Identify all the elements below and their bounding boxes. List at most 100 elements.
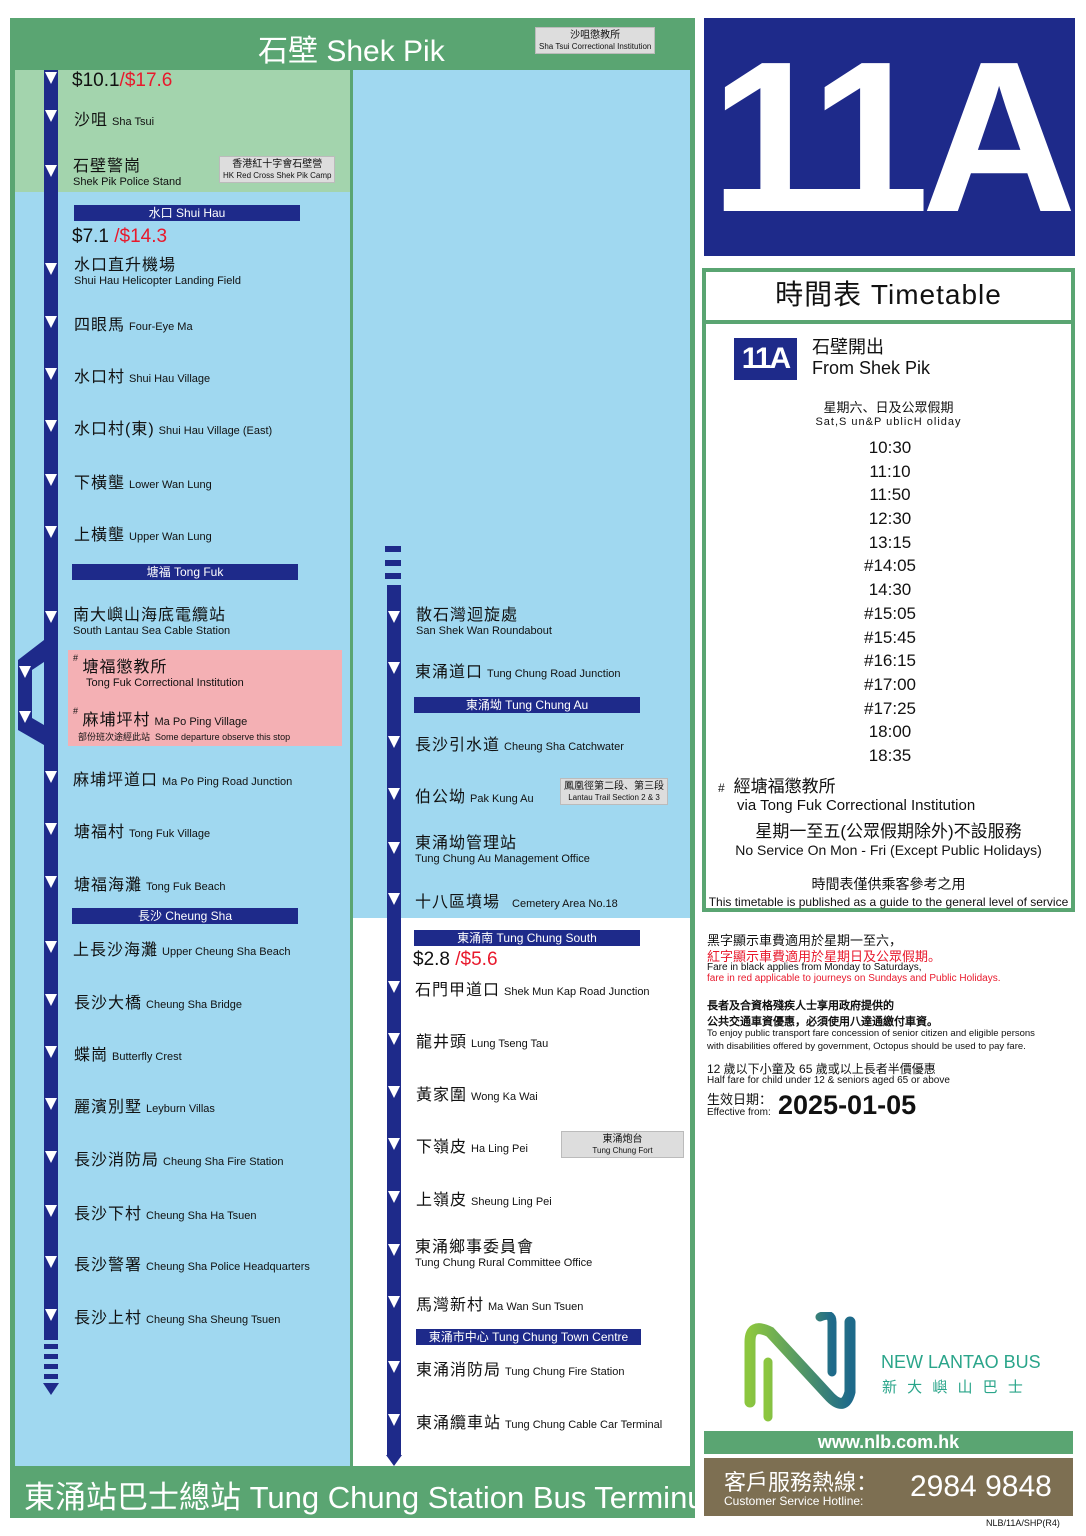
stop-zh: 長沙引水道 (415, 737, 501, 754)
fare-red: /$17.6 (119, 70, 173, 91)
note-en: Some departure observe this stop (155, 732, 291, 742)
stop-en: Tung Chung Road Junction (487, 668, 621, 680)
stop-zh: 散石灣迴旋處 (416, 607, 519, 624)
stop-zh: 長沙警署 (74, 1257, 143, 1274)
stop-en: Shui Hau Helicopter Landing Field (74, 275, 241, 287)
departure-time: 11:50 (869, 485, 911, 505)
stop-en: Butterfly Crest (112, 1051, 182, 1063)
stop-zh: 黃家圍 (416, 1087, 468, 1104)
departure-time: #17:00 (864, 674, 916, 694)
hash-mark: # (73, 706, 79, 716)
brand-name-zh: 新 大 嶼 山 巴 士 (882, 1379, 1026, 1396)
section-cheung-sha: 長沙 Cheung Sha (72, 908, 298, 924)
direction-zh: 石壁開出 (812, 337, 884, 357)
badge-zh: 鳳凰徑第二段、第三段 (564, 781, 664, 792)
fare-tung-chung-south: $2.8 /$5.6 (413, 949, 498, 971)
detour-note: 部份班次途經此站 Some departure observe this sto… (78, 730, 290, 743)
stop-en: Tung Chung Fire Station (505, 1366, 625, 1378)
fare-black: $10.1 (72, 70, 120, 91)
stop-en: Shek Pik Police Stand (73, 176, 182, 188)
departure-time: 13:15 (868, 532, 912, 552)
stop-zh: 南大嶼山海底電纜站 (73, 607, 227, 624)
stop-zh: 長沙下村 (74, 1206, 143, 1223)
departure-time: #17:25 (864, 698, 916, 718)
stop-en: Cheung Sha Ha Tsuen (146, 1210, 257, 1222)
stop-zh: 長沙消防局 (74, 1152, 160, 1169)
badge-en: Sha Tsui Correctional Institution (539, 41, 652, 51)
hash-mark: # (73, 653, 79, 663)
stop-en: Tong Fuk Beach (146, 881, 226, 893)
stop-en: Cheung Sha Police Headquarters (146, 1261, 310, 1273)
stop-zh: 上橫壟 (74, 527, 126, 544)
departure-time: #15:05 (864, 603, 916, 623)
section-tung-chung-south: 東涌南 Tung Chung South (414, 930, 640, 946)
departure-time: 18:35 (868, 745, 912, 765)
half-fare-zh: 12 歲以下小童及 65 歲或以上長者半價優惠 (707, 1062, 936, 1076)
stop-zh: 石門甲道口 (415, 982, 501, 999)
stop-zh: 蝶崗 (74, 1047, 109, 1064)
stop-zh: 長沙大橋 (74, 995, 143, 1012)
badge-en: Lantau Trail Section 2 & 3 (568, 792, 660, 802)
badge-zh: 沙咀懲教所 (570, 30, 621, 41)
stop-en: Ha Ling Pei (471, 1143, 528, 1155)
website-link[interactable]: www.nlb.com.hk (704, 1431, 1073, 1454)
stop-zh: 水口村(東) (74, 421, 155, 438)
effective-date: 2025-01-05 (778, 1090, 917, 1120)
hash-mark: # (718, 781, 725, 795)
stop-en: Ma Po Ping Road Junction (162, 776, 293, 788)
stop-zh: 東涌纜車站 (416, 1415, 502, 1432)
stop-zh: 十八區墳場 (415, 894, 501, 911)
route-line (18, 70, 402, 1466)
timetable-title: 時間表 Timetable (702, 268, 1075, 324)
fare-shek-pik: $10.1/$17.6 (72, 70, 172, 92)
stop-en: Cheung Sha Fire Station (163, 1156, 284, 1168)
stop-zh: 麻埔坪道口 (73, 772, 159, 789)
hotline-box: 客戶服務熱線： Customer Service Hotline: 2984 9… (704, 1458, 1073, 1516)
stop-zh: 東涌坳管理站 (415, 835, 518, 852)
days-en: Sat,S un&P ublicH oliday (815, 416, 962, 428)
stop-en: Tung Chung Cable Car Terminal (505, 1419, 663, 1431)
stop-en: Shui Hau Village (129, 373, 211, 385)
note-en: via Tong Fuk Correctional Institution (737, 797, 976, 814)
hotline-zh: 客戶服務熱線： (724, 1470, 879, 1495)
badge-zh: 東涌炮台 (602, 1134, 643, 1145)
badge-en: HK Red Cross Shek Pik Camp (223, 170, 332, 180)
section-shui-hau: 水口 Shui Hau (74, 205, 300, 221)
terminus-footer: 東涌站巴士總站 Tung Chung Station Bus Terminus (10, 1466, 720, 1518)
section-tung-chung-town-centre: 東涌市中心 Tung Chung Town Centre (416, 1329, 641, 1345)
departure-time: 18:00 (868, 722, 912, 742)
hotline-number: 2984 9848 (910, 1470, 1052, 1503)
stop-zh: 龍井頭 (416, 1034, 468, 1051)
stop-zh: 塘福海灘 (74, 877, 143, 894)
guide-en: This timetable is published as a guide t… (708, 895, 1069, 909)
badge-zh: 香港紅十字會石壁營 (232, 159, 323, 170)
departure-time: 12:30 (868, 509, 912, 529)
stop: 水口村(東)Shui Hau Village (East) (74, 415, 272, 439)
stop-zh: 沙咀 (74, 112, 109, 129)
note-zh: 部份班次途經此站 (78, 732, 151, 742)
fare-red: /$14.3 (114, 226, 168, 247)
